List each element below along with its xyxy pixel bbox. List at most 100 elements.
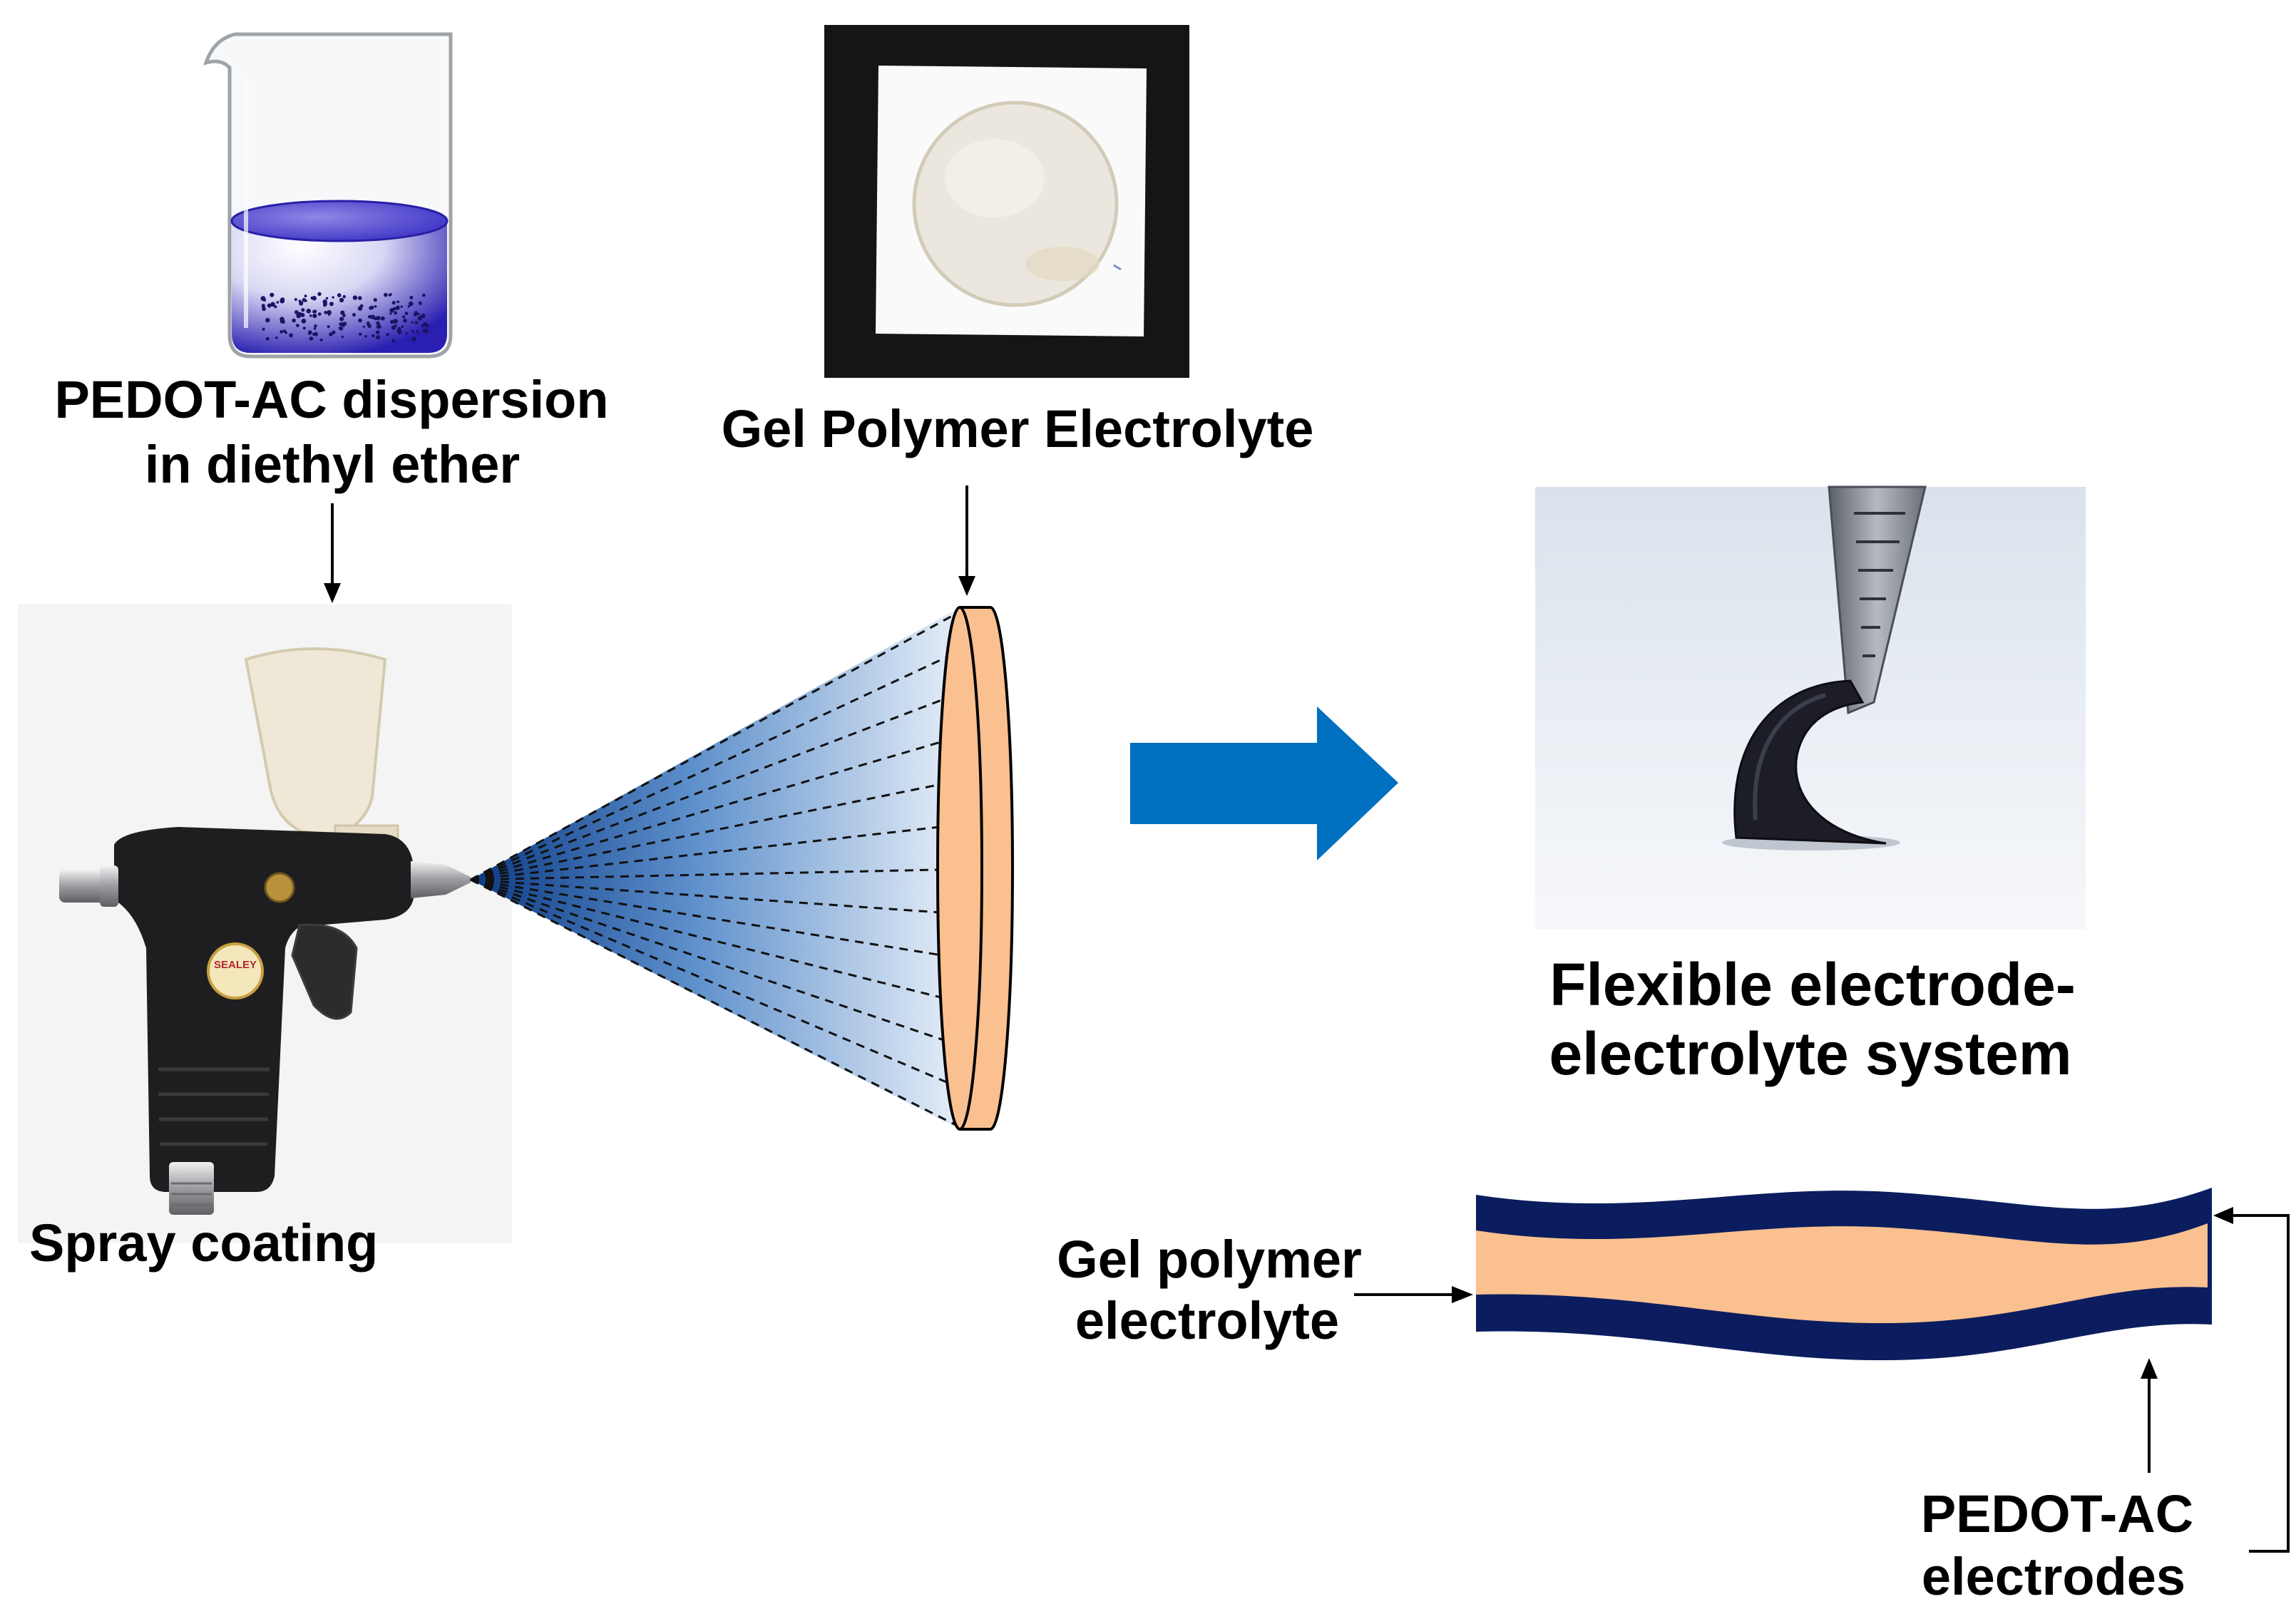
arrow-to-electrolyte-layer: [1354, 1286, 1473, 1303]
particle-dot: [386, 333, 389, 336]
particle-dot: [343, 322, 347, 326]
particle-dot: [405, 331, 408, 335]
particle-dot: [270, 292, 275, 297]
particle-dot: [332, 330, 336, 334]
grip-ridges: [158, 1067, 270, 1146]
gel-electrolyte-label: Gel Polymer Electrolyte: [722, 399, 1314, 458]
particle-dot: [391, 301, 396, 305]
beaker-icon: [203, 32, 453, 359]
spray-dash-line: [470, 868, 938, 881]
particle-dot: [411, 329, 414, 333]
spray-cone: [470, 607, 960, 1129]
particle-dot: [323, 302, 327, 307]
particle-dot: [364, 334, 367, 338]
arrow-label-to-disc: [958, 485, 975, 596]
spray-dash-line: [470, 878, 948, 1084]
gel-electrolyte-photo: [824, 25, 1189, 378]
particle-dot: [367, 324, 371, 329]
beaker-liquid: [232, 221, 447, 353]
particle-dot: [325, 297, 329, 300]
particle-dot: [299, 301, 304, 305]
spray-dash-line: [470, 783, 939, 881]
brass-screw: [264, 872, 295, 903]
particle-dot: [327, 313, 331, 316]
particle-dot: [340, 310, 345, 315]
particle-dot: [352, 313, 356, 317]
particle-dot: [389, 312, 392, 315]
particle-dot: [396, 305, 400, 309]
particle-dot: [281, 319, 285, 324]
particle-dot: [312, 309, 316, 314]
particle-dot: [280, 298, 285, 304]
flexible-electrode-photo: [1535, 485, 2086, 930]
spray-label: Spray coating: [29, 1213, 378, 1273]
particle-dot: [396, 300, 400, 304]
particle-dot: [418, 301, 422, 305]
spray-dash-line: [470, 878, 944, 1042]
bracket-arrow-to-top-electrode: [2213, 1207, 2290, 1553]
particle-dot: [332, 296, 334, 299]
particle-dot: [276, 301, 280, 304]
particle-dot: [400, 305, 403, 308]
particle-dot: [370, 314, 375, 319]
arrow-to-bottom-electrode: [2141, 1358, 2158, 1473]
particle-dot: [314, 331, 318, 336]
spray-cone-fill: [471, 607, 960, 1129]
beaker-label-line2: in diethyl ether: [145, 435, 520, 494]
particle-dot: [420, 314, 424, 319]
particle-dot: [319, 338, 323, 341]
particle-dot: [275, 336, 278, 339]
particle-dot: [371, 334, 375, 338]
knob-ring: [100, 865, 118, 907]
particle-dot: [267, 303, 272, 308]
strip-electrolyte-label-line2: electrolyte: [1075, 1291, 1339, 1350]
disc-face-edge: [959, 606, 983, 1131]
spray-dash-line: [470, 878, 938, 914]
beaker-liquid-surface: [230, 200, 449, 242]
particle-dot: [301, 308, 305, 312]
particle-dot: [262, 327, 265, 331]
strip-electrodes-label-line1: PEDOT-AC: [1921, 1484, 2193, 1543]
particle-dot: [401, 325, 404, 329]
particle-dot: [339, 327, 344, 331]
sticker-brand-text: SEALEY: [214, 959, 257, 971]
particle-dot: [358, 318, 362, 323]
particle-dot: [417, 312, 420, 315]
spray-dash-lines: [470, 613, 957, 1126]
particle-dot: [302, 327, 306, 330]
particle-dot: [413, 312, 418, 317]
particle-dot: [342, 294, 346, 299]
spray-dash-line: [470, 826, 938, 881]
particle-dot: [390, 319, 394, 324]
pen-mark: [1113, 264, 1122, 271]
particle-dot: [300, 312, 305, 317]
particle-dot: [422, 293, 426, 297]
particle-dot: [393, 319, 398, 324]
particle-dot: [337, 293, 342, 297]
gel-film-highlight: [945, 139, 1045, 217]
spray-gun-icon: SEALEY: [59, 647, 471, 1215]
particle-dot: [317, 292, 322, 297]
tweezers-serration: [1854, 512, 1905, 657]
bent-electrode: [1733, 679, 1887, 845]
particle-dot: [359, 304, 364, 308]
particle-dot: [357, 296, 362, 300]
particle-dot: [294, 298, 297, 302]
particle-dot: [289, 333, 293, 338]
particle-dot: [304, 294, 307, 298]
particle-dot: [391, 339, 396, 343]
particle-dot: [376, 330, 380, 334]
particle-dot: [384, 292, 388, 297]
gel-film-edge-tint: [1025, 247, 1100, 281]
particle-dot: [327, 310, 332, 315]
spray-dash-line: [470, 613, 955, 881]
particle-dot: [261, 304, 265, 308]
particle-dot: [389, 308, 394, 313]
electrolyte-disc: [936, 606, 1014, 1131]
particle-dot: [374, 305, 377, 308]
particle-dot: [368, 314, 371, 319]
particle-dot: [414, 321, 419, 324]
particle-dot: [339, 298, 344, 302]
particle-dot: [304, 299, 307, 302]
particle-dot: [265, 317, 270, 323]
